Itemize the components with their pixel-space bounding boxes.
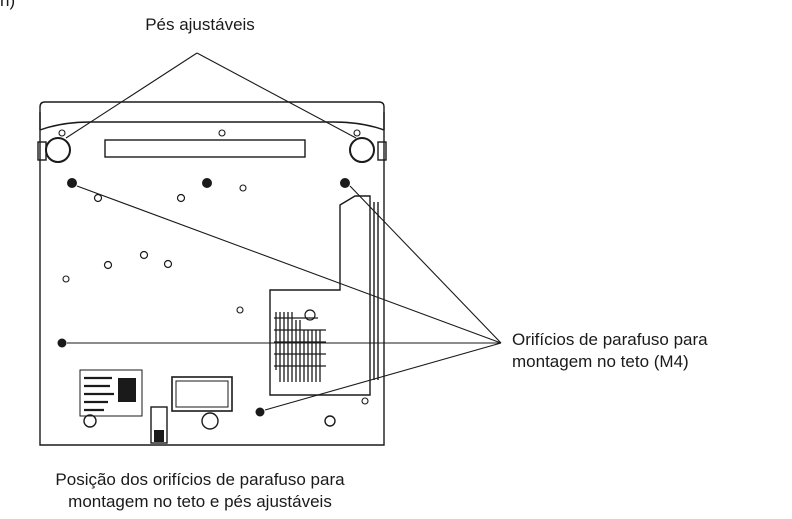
leader-lines bbox=[65, 52, 502, 411]
leader-hole-1 bbox=[76, 185, 502, 344]
security-slot bbox=[150, 406, 168, 444]
screw-holes-label-line1: Orifícios de parafuso para bbox=[512, 330, 708, 349]
bottom-hole-left bbox=[83, 414, 97, 428]
screw-holes-label: Orifícios de parafuso para montagem no t… bbox=[512, 329, 708, 373]
rating-label bbox=[79, 369, 143, 417]
vent-grille bbox=[274, 312, 326, 382]
right-adjustable-foot bbox=[349, 137, 375, 163]
front-panel bbox=[39, 101, 385, 130]
rating-label-symbol bbox=[118, 378, 136, 402]
corner-fragment-label: n) bbox=[0, 0, 16, 10]
connector-block bbox=[171, 376, 233, 412]
leader-hole-2 bbox=[349, 185, 502, 344]
open-holes bbox=[93, 193, 316, 321]
caption-line2: montagem no teto e pés ajustáveis bbox=[68, 492, 332, 511]
projector-body-outline bbox=[39, 112, 385, 446]
bottom-hole-right bbox=[324, 415, 336, 427]
bottom-hole-center bbox=[201, 412, 219, 430]
front-panel-curve bbox=[39, 121, 385, 131]
adjustable-feet-label: Pés ajustáveis bbox=[145, 15, 255, 34]
leader-feet-right bbox=[196, 52, 357, 139]
right-foot-bracket bbox=[377, 141, 387, 161]
leader-feet-left bbox=[65, 52, 198, 139]
right-side-panel bbox=[269, 195, 371, 396]
front-slot bbox=[104, 139, 306, 158]
leader-hole-4 bbox=[264, 342, 502, 411]
left-foot-bracket bbox=[37, 141, 47, 161]
ceiling-mount-holes bbox=[57, 178, 350, 417]
rating-label-text bbox=[84, 376, 114, 412]
screw-symbol-icons bbox=[58, 129, 369, 405]
left-adjustable-foot bbox=[45, 137, 71, 163]
caption-line1: Posição dos orifícios de parafuso para bbox=[55, 470, 345, 489]
screw-holes-label-line2: montagem no teto (M4) bbox=[512, 352, 689, 371]
diagram-caption: Posição dos orifícios de parafuso para m… bbox=[0, 469, 400, 513]
